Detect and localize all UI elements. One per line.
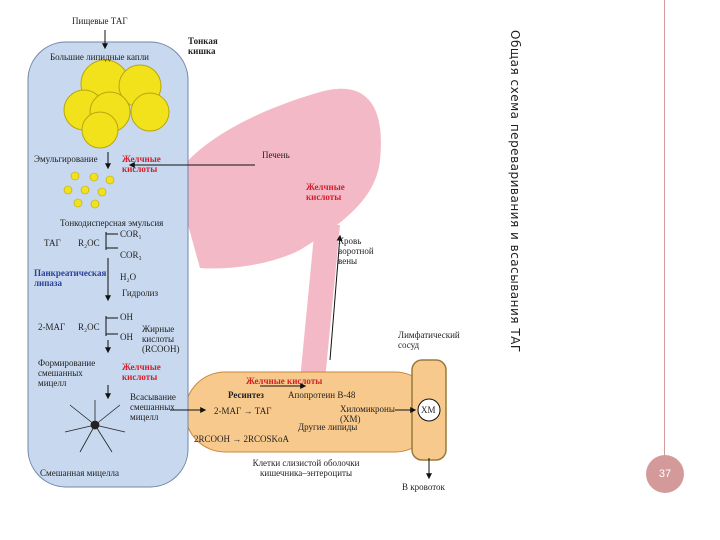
label-portal-blood: Кровь воротной вены (338, 236, 374, 266)
label-to-blood: В кровоток (402, 482, 445, 492)
label-mixed-micelle: Смешанная мицелла (40, 468, 119, 478)
label-large-droplets: Большие липидные капли (50, 52, 149, 62)
label-mag-tag: 2-МАГ → ТАГ (214, 406, 272, 416)
small-lipid-droplets (63, 171, 115, 209)
label-xm: ХМ (421, 405, 436, 415)
label-oh-2: OH (120, 332, 133, 342)
label-apoprotein: Апопротеин В-48 (288, 390, 356, 400)
label-pancreatic-lipase: Панкреатическая липаза (34, 268, 107, 288)
label-bile-acids-2: Желчные кислоты (122, 362, 161, 382)
label-bile-acids-1: Желчные кислоты (122, 154, 161, 174)
label-small-intestine: Тонкая кишка (188, 36, 218, 56)
label-hydrolysis: Гидролиз (122, 288, 158, 298)
label-cor3: COR₃ (120, 250, 142, 260)
label-cor1: COR₁ (120, 229, 142, 239)
label-food-tag: Пищевые ТАГ (72, 16, 128, 26)
label-r2oc-1: R₂OC (78, 238, 100, 248)
mixed-micelle-shape (64, 400, 126, 453)
label-absorption: Всасывание смешанных мицелл (130, 392, 176, 422)
label-lymph-vessel: Лимфатический сосуд (398, 330, 460, 350)
label-fatty-acids: Жирные кислоты (RCOOH) (142, 324, 180, 354)
label-chylomicrons: Хиломикроны (ХМ) (340, 404, 395, 424)
label-r2oc-2: R₂OC (78, 322, 100, 332)
large-lipid-droplets (63, 59, 170, 149)
xm-circle (417, 398, 441, 422)
label-h2o: H₂O (120, 272, 137, 282)
label-oh-1: OH (120, 312, 133, 322)
page-number-badge: 37 (646, 455, 684, 493)
label-rcooh: 2RCOOH → 2RCOSKoA (194, 434, 290, 444)
label-enterocytes: Клетки слизистой оболочки кишечника–энте… (252, 458, 360, 478)
label-liver: Печень (262, 150, 290, 160)
label-tag: ТАГ (44, 238, 61, 248)
label-formation: Формирование смешанных мицелл (38, 358, 96, 388)
portal-vein (300, 225, 340, 380)
label-emulsification: Эмульгирование (34, 154, 98, 164)
label-fine-emulsion: Тонкодисперсная эмульсия (60, 218, 164, 228)
label-resynthesis: Ресинтез (228, 390, 264, 400)
liver-shape (175, 88, 381, 269)
label-two-mag: 2-МАГ (38, 322, 66, 332)
label-other-lipids: Другие липиды (298, 422, 358, 432)
page-rule (664, 0, 665, 460)
label-bile-acids-3: Желчные кислоты (246, 376, 323, 386)
label-bile-acids-liver: Желчные кислоты (306, 182, 345, 202)
